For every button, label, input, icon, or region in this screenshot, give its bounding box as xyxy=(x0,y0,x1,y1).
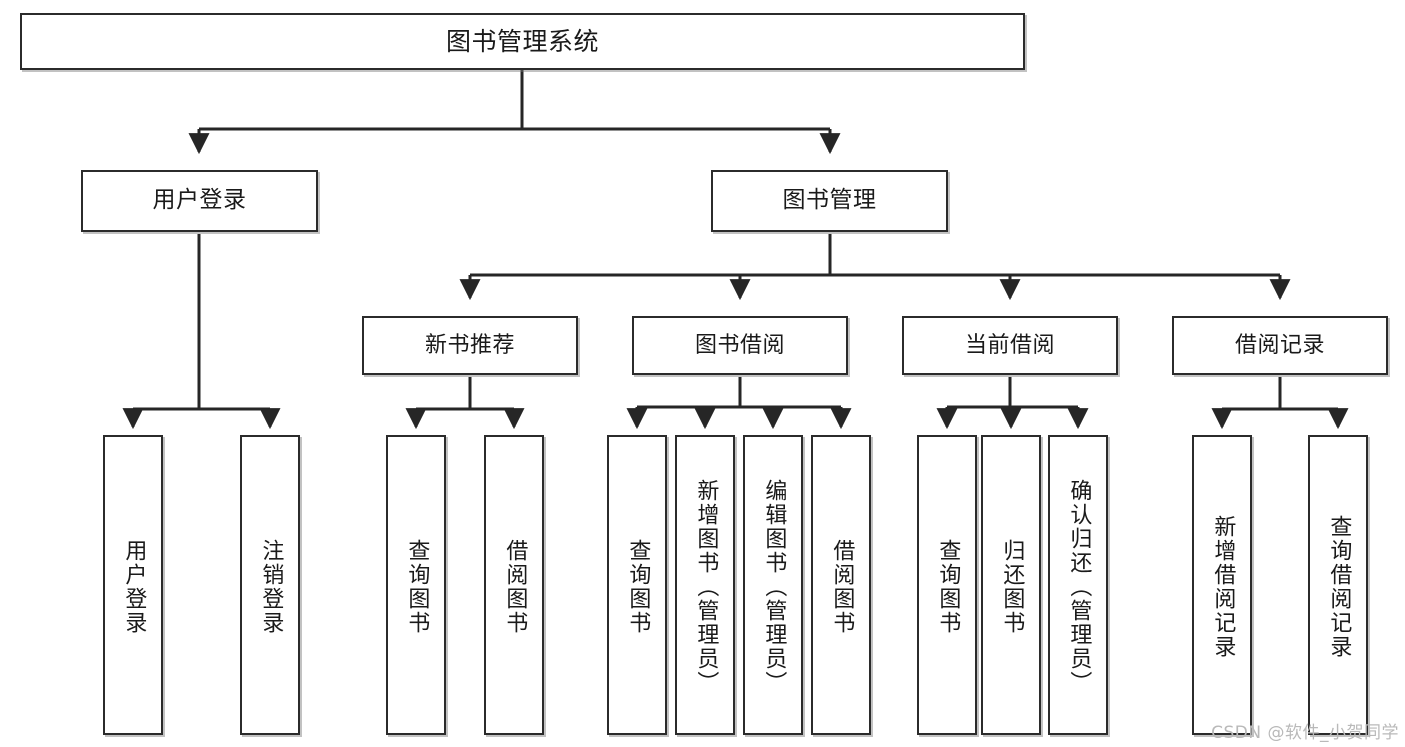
node-book-borrow[interactable]: 图书借阅 xyxy=(632,316,848,375)
node-label: 新增借阅记录 xyxy=(1210,515,1236,659)
node-label: 新增图书（管理员） xyxy=(693,479,719,695)
leaf-add-borrow-record[interactable]: 新增借阅记录 xyxy=(1192,435,1252,735)
node-label: 图书借阅 xyxy=(694,332,785,358)
node-user-login[interactable]: 用户登录 xyxy=(81,170,318,232)
leaf-user-login[interactable]: 用户登录 xyxy=(103,435,163,735)
node-label: 确认归还（管理员） xyxy=(1066,479,1092,695)
node-label: 查询图书 xyxy=(625,539,651,635)
node-borrow-record[interactable]: 借阅记录 xyxy=(1172,316,1388,375)
leaf-confirm-return-admin[interactable]: 确认归还（管理员） xyxy=(1048,435,1108,735)
node-label: 编辑图书（管理员） xyxy=(761,479,787,695)
leaf-add-book-admin[interactable]: 新增图书（管理员） xyxy=(675,435,735,735)
node-label: 借阅记录 xyxy=(1234,332,1325,358)
node-label: 借阅图书 xyxy=(829,539,855,635)
leaf-query-book-borrow[interactable]: 查询图书 xyxy=(607,435,667,735)
leaf-query-book-current[interactable]: 查询图书 xyxy=(917,435,977,735)
node-label: 用户登录 xyxy=(152,187,247,214)
node-label: 查询图书 xyxy=(935,539,961,635)
leaf-logout-login[interactable]: 注销登录 xyxy=(240,435,300,735)
leaf-query-book-recommend[interactable]: 查询图书 xyxy=(386,435,446,735)
node-new-book-recommend[interactable]: 新书推荐 xyxy=(362,316,578,375)
leaf-borrow-book-recommend[interactable]: 借阅图书 xyxy=(484,435,544,735)
node-label: 用户登录 xyxy=(121,539,147,635)
node-root-system[interactable]: 图书管理系统 xyxy=(20,13,1025,70)
node-label: 图书管理 xyxy=(782,187,877,214)
node-label: 注销登录 xyxy=(258,539,284,635)
leaf-query-borrow-record[interactable]: 查询借阅记录 xyxy=(1308,435,1368,735)
node-label: 当前借阅 xyxy=(964,332,1055,358)
csdn-watermark: CSDN @软件_小贺同学 xyxy=(1211,723,1399,743)
node-label: 查询借阅记录 xyxy=(1326,515,1352,659)
leaf-borrow-book[interactable]: 借阅图书 xyxy=(811,435,871,735)
node-label: 查询图书 xyxy=(404,539,430,635)
node-label: 图书管理系统 xyxy=(445,26,599,56)
node-label: 新书推荐 xyxy=(424,332,515,358)
node-current-borrow[interactable]: 当前借阅 xyxy=(902,316,1118,375)
leaf-edit-book-admin[interactable]: 编辑图书（管理员） xyxy=(743,435,803,735)
leaf-return-book[interactable]: 归还图书 xyxy=(981,435,1041,735)
node-label: 归还图书 xyxy=(999,539,1025,635)
node-book-management[interactable]: 图书管理 xyxy=(711,170,948,232)
node-label: 借阅图书 xyxy=(502,539,528,635)
